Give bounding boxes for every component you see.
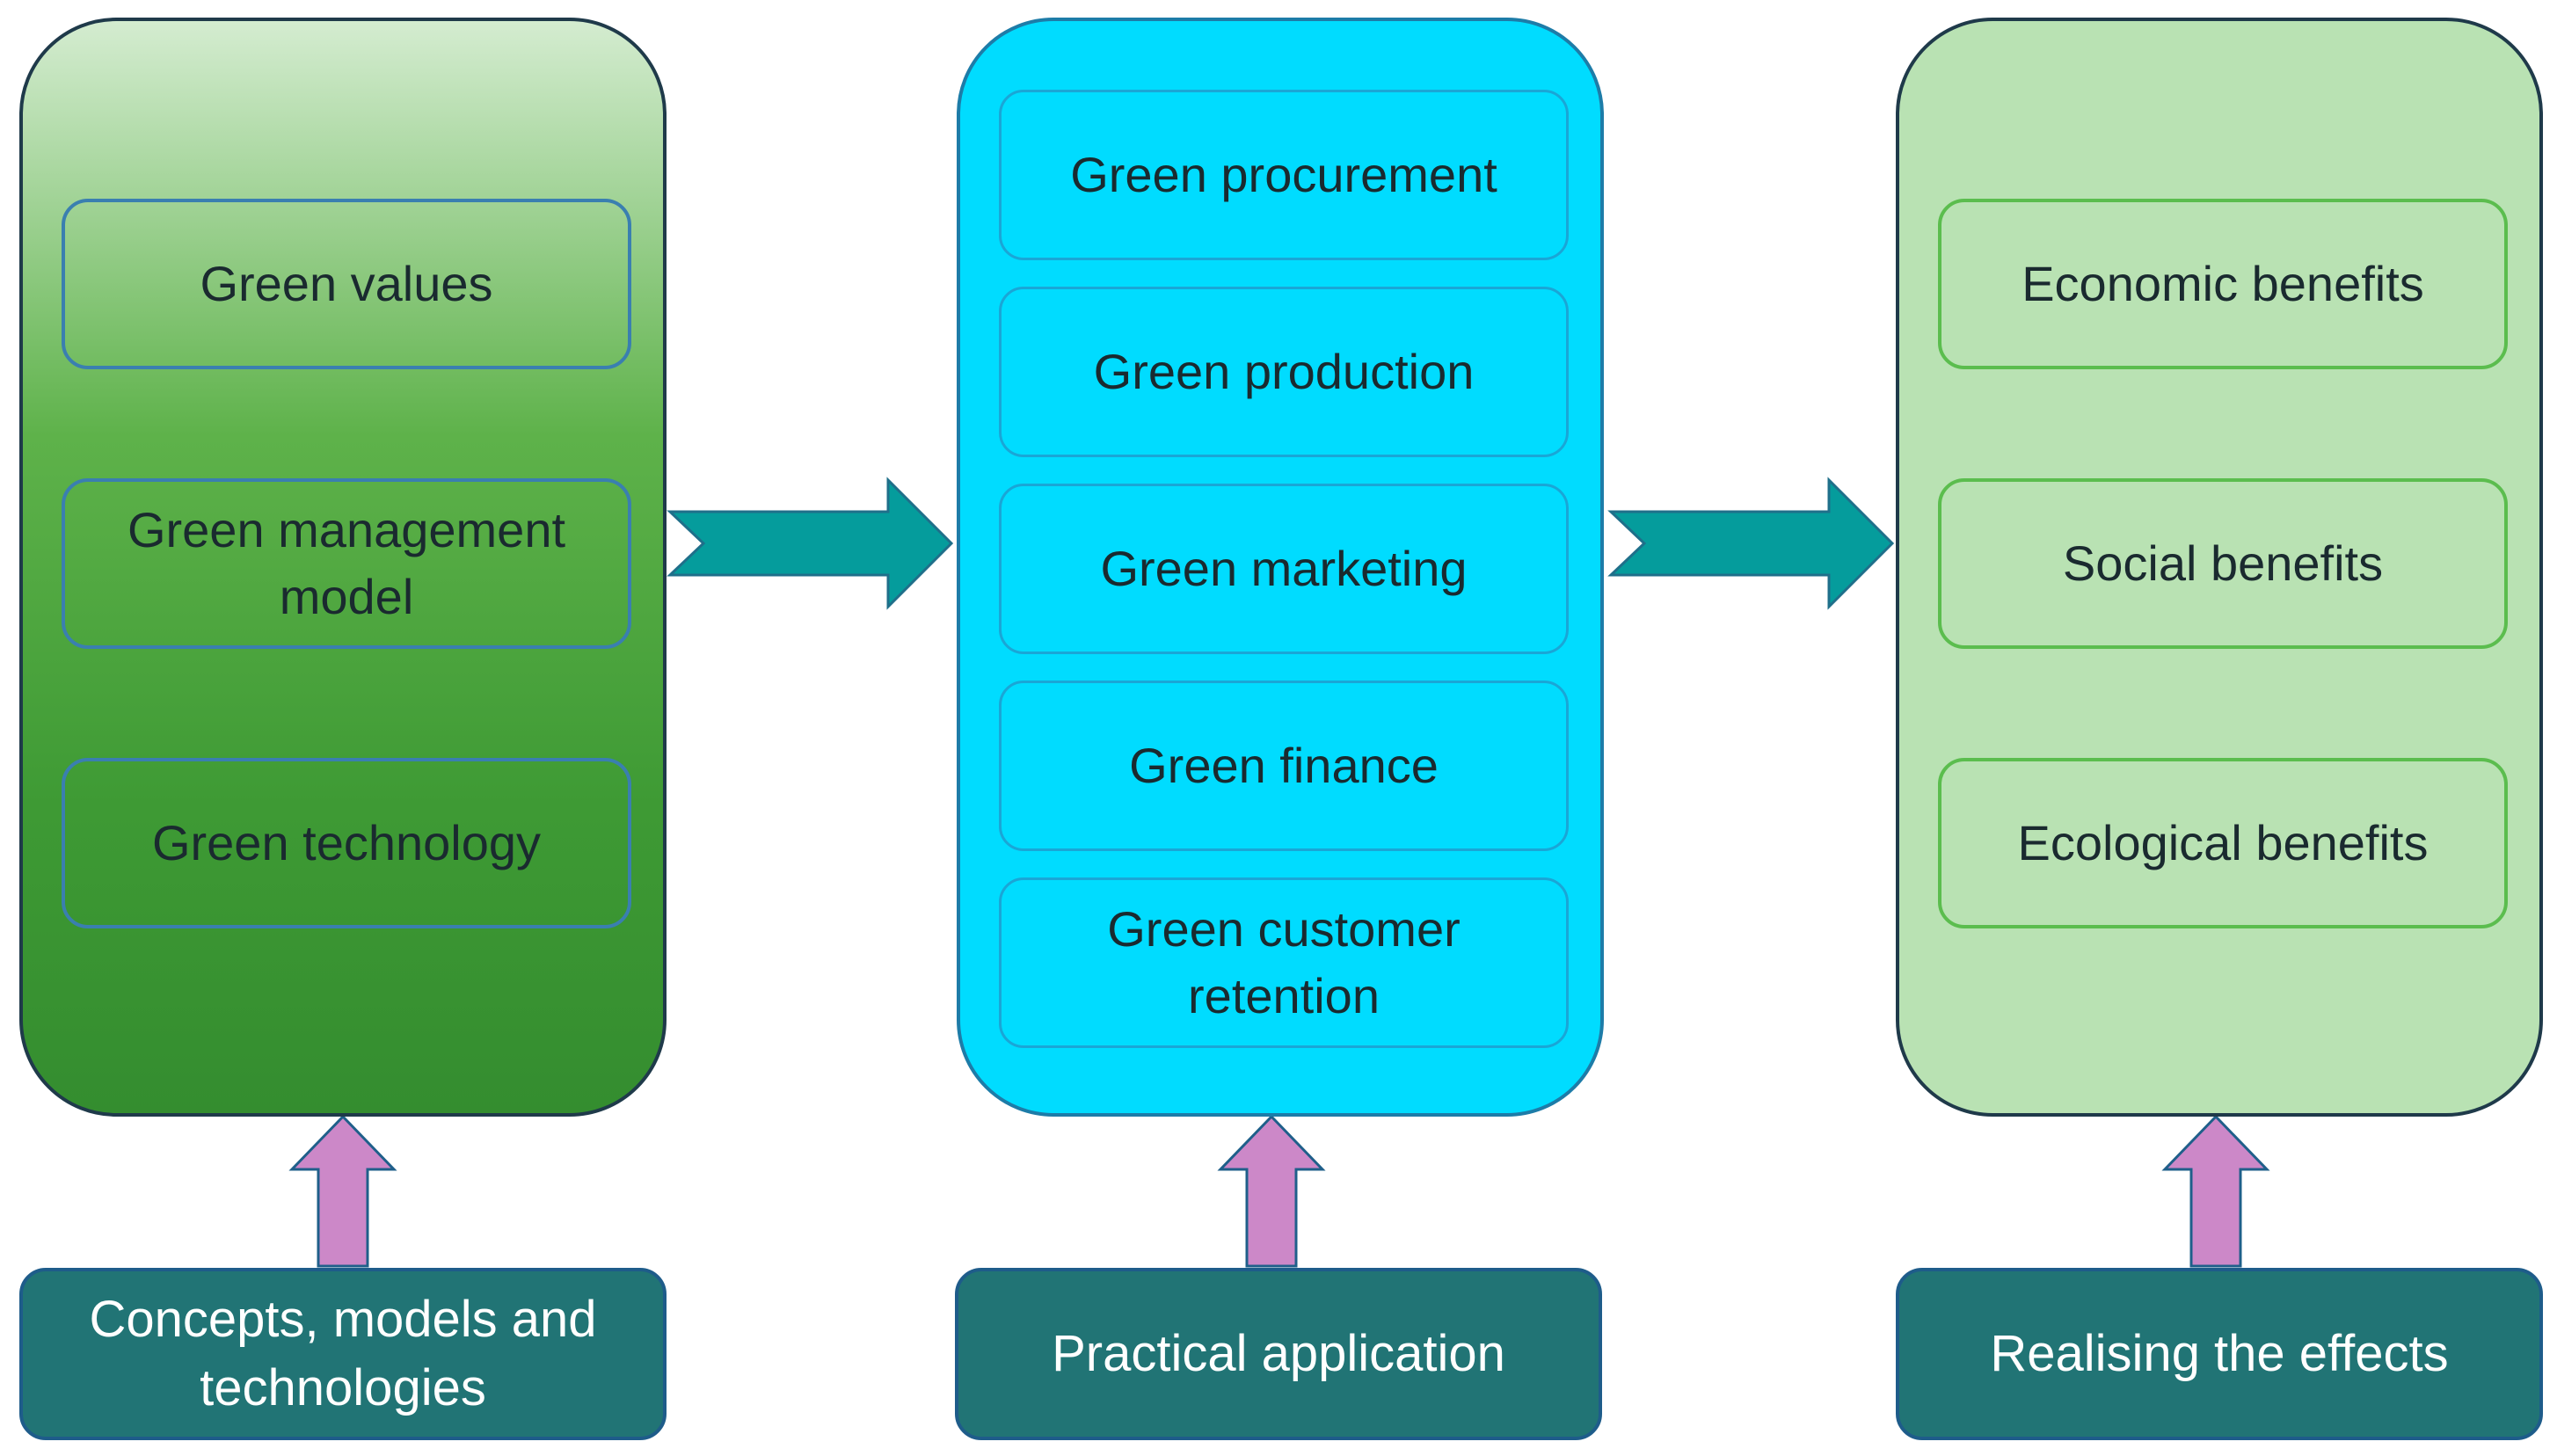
- item-label: Green finance: [1129, 738, 1439, 794]
- item-green-procurement: Green procurement: [999, 90, 1569, 260]
- item-label: Green management model: [127, 502, 566, 624]
- item-social-benefits: Social benefits: [1938, 478, 2508, 649]
- item-label: Green customer retention: [1107, 901, 1461, 1023]
- flow-arrow-left-to-middle: [667, 477, 954, 610]
- item-label: Green marketing: [1100, 541, 1468, 597]
- item-label: Green production: [1093, 344, 1475, 400]
- item-label: Green values: [200, 256, 493, 312]
- item-green-customer-retention: Green customer retention: [999, 877, 1569, 1048]
- footer-label: Realising the effects: [1990, 1324, 2449, 1382]
- practice-column: Green procurement Green production Green…: [957, 18, 1604, 1117]
- item-ecological-benefits: Ecological benefits: [1938, 758, 2508, 928]
- up-arrow-left: [288, 1114, 397, 1268]
- item-green-technology: Green technology: [62, 758, 631, 928]
- flow-arrow-middle-to-right: [1607, 477, 1895, 610]
- item-green-values: Green values: [62, 199, 631, 369]
- concepts-column: Green values Green management model Gree…: [19, 18, 667, 1117]
- footer-label: Practical application: [1052, 1324, 1505, 1382]
- item-label: Social benefits: [2062, 535, 2384, 592]
- item-economic-benefits: Economic benefits: [1938, 199, 2508, 369]
- item-label: Green procurement: [1070, 147, 1497, 203]
- footer-label: Concepts, models and technologies: [89, 1290, 597, 1416]
- footer-concepts: Concepts, models and technologies: [19, 1268, 667, 1440]
- footer-realising-effects: Realising the effects: [1896, 1268, 2543, 1440]
- item-green-marketing: Green marketing: [999, 484, 1569, 654]
- up-arrow-right: [2161, 1114, 2270, 1268]
- item-label: Ecological benefits: [2017, 815, 2429, 871]
- up-arrow-middle: [1217, 1114, 1326, 1268]
- item-label: Green technology: [151, 815, 542, 871]
- item-green-finance: Green finance: [999, 681, 1569, 851]
- item-green-production: Green production: [999, 287, 1569, 457]
- footer-practical-application: Practical application: [955, 1268, 1602, 1440]
- effects-column: Economic benefits Social benefits Ecolog…: [1896, 18, 2543, 1117]
- item-label: Economic benefits: [2022, 256, 2424, 312]
- item-green-management-model: Green management model: [62, 478, 631, 649]
